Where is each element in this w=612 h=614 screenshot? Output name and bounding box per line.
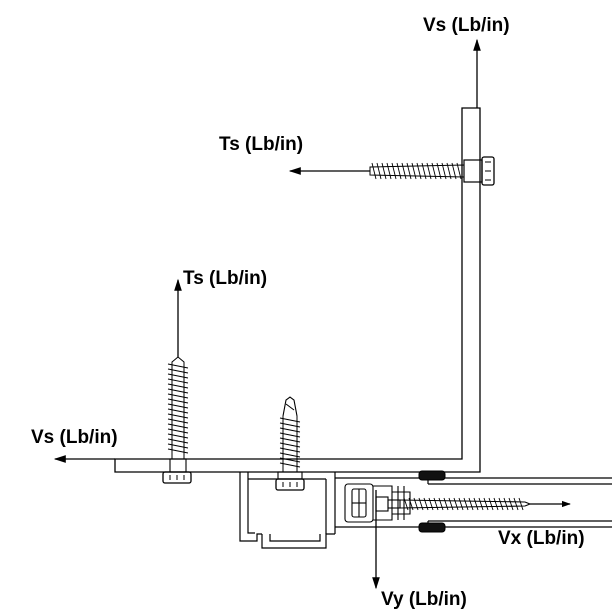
clip-insert [344, 483, 411, 523]
angle-bracket [114, 107, 481, 473]
washer-bottom [418, 522, 446, 533]
label-vs-left: Vs (Lb/in) [31, 427, 118, 448]
label-vy: Vy (Lb/in) [381, 589, 467, 610]
left-screw [162, 356, 192, 484]
rail-screw [375, 496, 532, 512]
label-vs-top: Vs (Lb/in) [423, 15, 510, 36]
label-ts-left: Ts (Lb/in) [183, 268, 267, 289]
washer-top [418, 470, 446, 481]
middle-screw [275, 396, 305, 491]
channel-profile [239, 472, 428, 549]
label-ts-top: Ts (Lb/in) [219, 134, 303, 155]
label-vx: Vx (Lb/in) [498, 528, 585, 549]
top-screw [369, 156, 495, 186]
